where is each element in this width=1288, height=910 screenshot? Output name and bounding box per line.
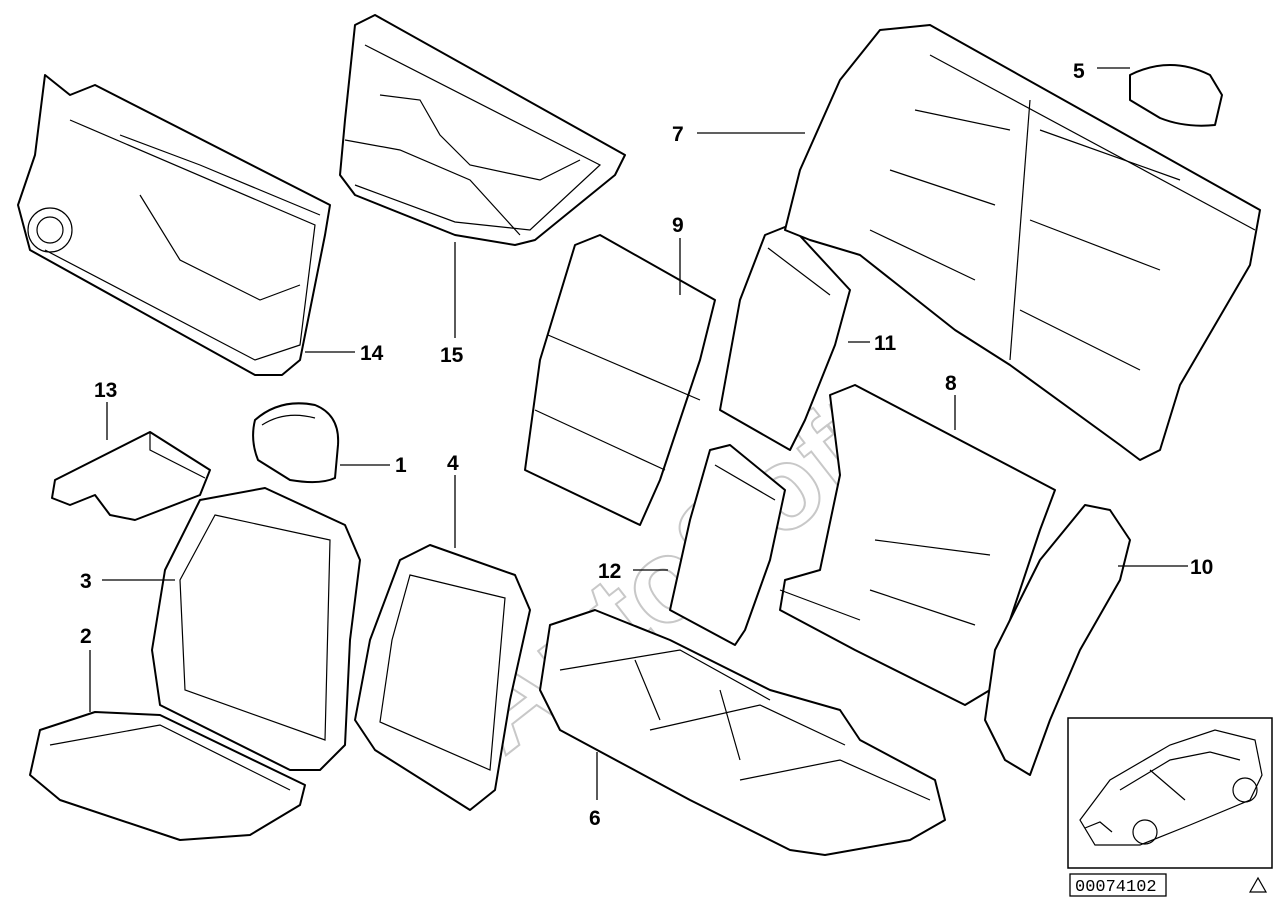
part-label-7: 7 (672, 123, 684, 146)
rear-backrest-frame-part[interactable] (779, 384, 1056, 706)
part-label-10: 10 (1190, 556, 1213, 579)
part-label-9: 9 (672, 214, 684, 237)
rear-headrest-part[interactable] (1129, 64, 1223, 127)
backrest-frame-part[interactable] (354, 544, 531, 811)
part-label-6: 6 (589, 807, 601, 830)
part-label-14: 14 (360, 342, 384, 365)
front-headrest-part[interactable] (252, 402, 340, 484)
diagram-code: 00074102 (1075, 878, 1157, 897)
part-label-4: 4 (447, 452, 459, 475)
part-labels: 1 2 3 4 5 6 7 8 9 10 11 12 13 14 15 (80, 60, 1213, 830)
rear-backrest-left-part[interactable] (524, 234, 716, 526)
part-label-2: 2 (80, 625, 92, 648)
part-label-5: 5 (1073, 60, 1085, 83)
part-label-13: 13 (94, 379, 117, 402)
car-icon (1079, 729, 1263, 846)
front-seat-cushion-part[interactable] (29, 711, 306, 841)
part-label-11: 11 (874, 332, 897, 355)
part-label-1: 1 (395, 454, 407, 477)
leader-lines (89, 67, 1188, 800)
car-reference-thumbnail (1067, 717, 1273, 869)
warning-triangle-icon (1248, 876, 1268, 893)
front-door-panel-part[interactable] (17, 74, 331, 376)
diagram-code-box: 00074102 (1069, 873, 1167, 897)
rear-door-panel-part[interactable] (339, 14, 626, 246)
part-label-15: 15 (440, 344, 464, 367)
part-label-12: 12 (598, 560, 621, 583)
rear-backrest-main-part[interactable] (784, 24, 1261, 461)
center-armrest-part[interactable] (669, 444, 786, 646)
front-backrest-part[interactable] (151, 487, 361, 771)
side-bolster-part[interactable] (984, 504, 1131, 776)
part-label-3: 3 (80, 570, 92, 593)
part-label-8: 8 (945, 372, 957, 395)
center-backrest-insert-part[interactable] (719, 224, 851, 451)
armrest-cover-part[interactable] (51, 431, 211, 521)
rear-seat-cushion-part[interactable] (539, 609, 946, 856)
